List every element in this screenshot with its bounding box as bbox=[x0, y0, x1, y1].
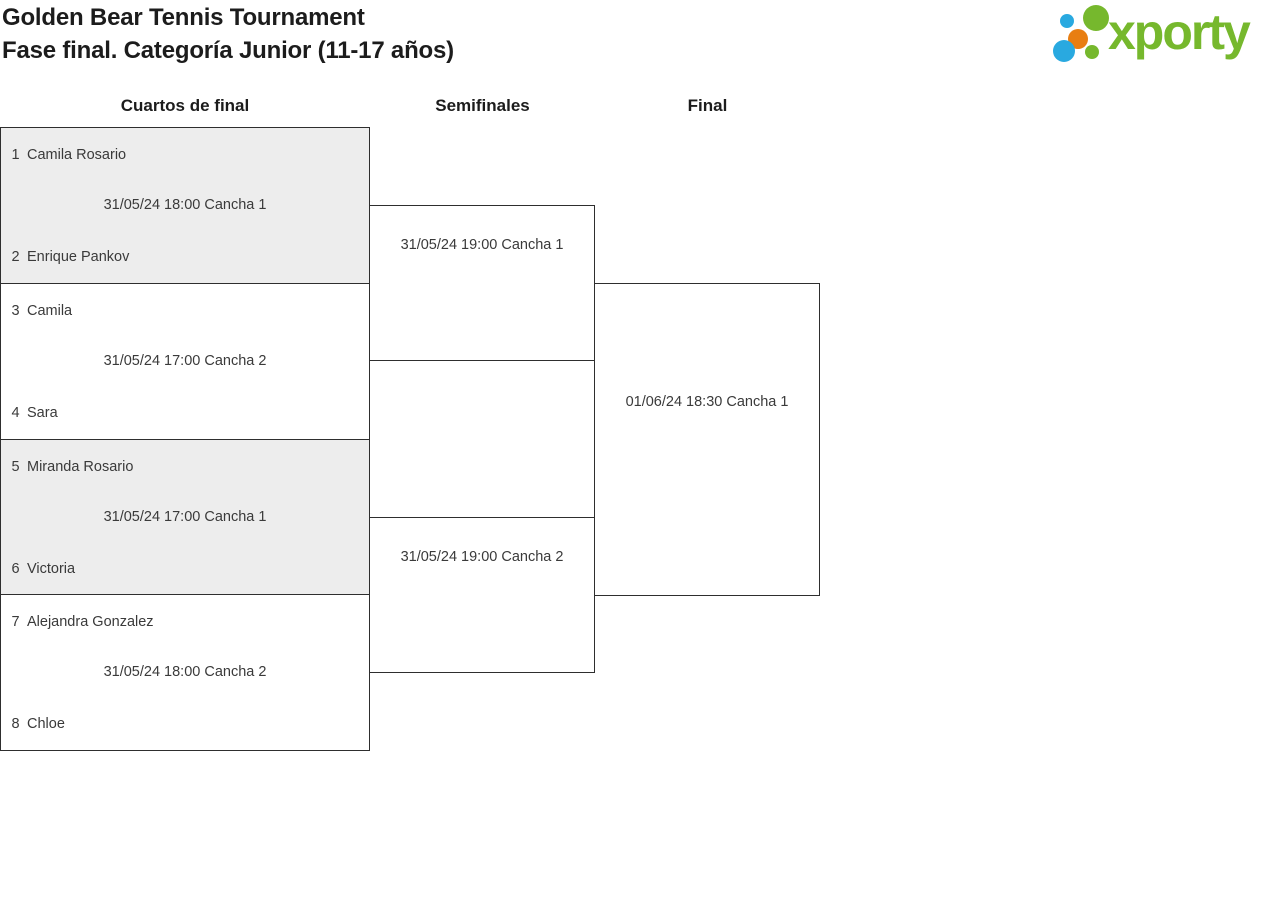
player-slot: 1 Camila Rosario bbox=[1, 147, 369, 163]
player-slot: 8 Chloe bbox=[1, 716, 369, 732]
player-slot: 7 Alejandra Gonzalez bbox=[1, 614, 369, 630]
player-seed: 8 bbox=[11, 716, 20, 733]
qf-match-4[interactable]: 7 Alejandra Gonzalez 31/05/24 18:00 Canc… bbox=[1, 594, 369, 750]
match-schedule: 31/05/24 18:00 Cancha 1 bbox=[103, 197, 267, 213]
xporty-logo[interactable]: xporty bbox=[1050, 0, 1280, 70]
match-schedule: 31/05/24 19:00 Cancha 1 bbox=[400, 237, 564, 253]
player-slot: 2 Enrique Pankov bbox=[1, 249, 369, 265]
match-schedule: 31/05/24 19:00 Cancha 2 bbox=[400, 549, 564, 565]
match-schedule: 31/05/24 17:00 Cancha 2 bbox=[103, 352, 267, 369]
player-seed: 1 bbox=[11, 147, 20, 163]
player-name: Camila Rosario bbox=[27, 147, 127, 163]
round-header-semifinals: Semifinales bbox=[435, 96, 530, 115]
sf-match-1[interactable]: 31/05/24 19:00 Cancha 1 bbox=[369, 205, 595, 361]
page-title: Golden Bear Tennis Tournament bbox=[2, 4, 365, 31]
player-name: Alejandra Gonzalez bbox=[27, 614, 154, 631]
player-seed: 6 bbox=[11, 560, 20, 577]
qf-match-3[interactable]: 5 Miranda Rosario 31/05/24 17:00 Cancha … bbox=[1, 438, 369, 595]
logo-dot-green-small-icon bbox=[1085, 45, 1099, 59]
logo-dot-blue-small-icon bbox=[1060, 14, 1074, 28]
page-subtitle: Fase final. Categoría Junior (11-17 años… bbox=[2, 37, 454, 64]
match-schedule: 01/06/24 18:30 Cancha 1 bbox=[625, 394, 789, 410]
qf-match-2[interactable]: 3 Camila 31/05/24 17:00 Cancha 2 4 Sara bbox=[1, 282, 369, 439]
logo-dot-green-large-icon bbox=[1083, 5, 1109, 31]
logo-dot-blue-large-icon bbox=[1053, 40, 1075, 62]
player-seed: 7 bbox=[11, 614, 20, 631]
player-name: Camila bbox=[27, 302, 73, 319]
player-slot: 3 Camila bbox=[1, 303, 369, 319]
player-name: Sara bbox=[27, 404, 58, 421]
player-seed: 2 bbox=[11, 249, 20, 265]
player-slot: 5 Miranda Rosario bbox=[1, 459, 369, 475]
qf-match-1[interactable]: 1 Camila Rosario 31/05/24 18:00 Cancha 1… bbox=[1, 128, 369, 283]
player-seed: 4 bbox=[11, 404, 20, 421]
player-name: Chloe bbox=[27, 716, 65, 733]
final-match[interactable]: 01/06/24 18:30 Cancha 1 bbox=[594, 283, 820, 596]
match-schedule: 31/05/24 18:00 Cancha 2 bbox=[103, 664, 267, 681]
quarterfinals-column: 1 Camila Rosario 31/05/24 18:00 Cancha 1… bbox=[0, 127, 370, 751]
player-slot: 4 Sara bbox=[1, 405, 369, 421]
round-header-final: Final bbox=[687, 96, 728, 115]
player-name: Victoria bbox=[27, 560, 76, 577]
round-header-quarterfinals: Cuartos de final bbox=[120, 96, 250, 115]
player-seed: 3 bbox=[11, 302, 20, 319]
page-header: Golden Bear Tennis Tournament Fase final… bbox=[2, 1, 454, 67]
player-name: Enrique Pankov bbox=[27, 249, 130, 265]
player-name: Miranda Rosario bbox=[27, 458, 134, 475]
logo-wordmark: xporty bbox=[1108, 4, 1251, 60]
player-slot: 6 Victoria bbox=[1, 561, 369, 577]
player-seed: 5 bbox=[11, 458, 20, 475]
sf-match-2[interactable]: 31/05/24 19:00 Cancha 2 bbox=[369, 517, 595, 673]
match-schedule: 31/05/24 17:00 Cancha 1 bbox=[103, 508, 267, 525]
